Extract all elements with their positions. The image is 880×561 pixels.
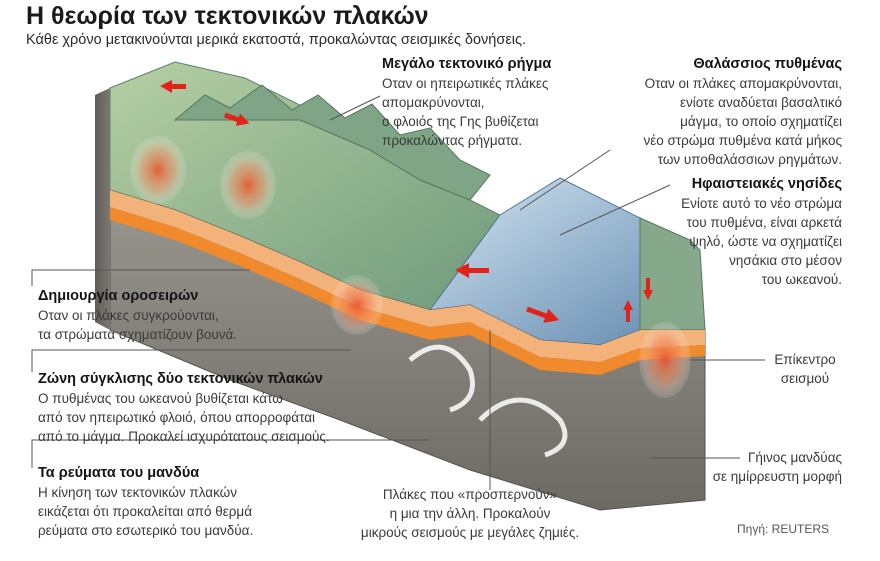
label-subduction-heading: Ζώνη σύγκλισης δύο τεκτονικών πλακών xyxy=(38,371,323,387)
label-transform-line: η μια την άλλη. Προκαλούν xyxy=(389,506,551,521)
label-mantle-line: εικάζεται ότι προκαλείται από θερμά xyxy=(38,504,252,519)
source-credit: Πηγή: REUTERS xyxy=(737,522,830,536)
label-volcanic-line: Ενίοτε αυτό το νέο στρώμα xyxy=(681,196,842,211)
label-transform-line: Πλάκες που «προσπερνούν» xyxy=(382,487,558,502)
label-volcanic-line: του πυθμένα, είναι αρκετά xyxy=(686,215,842,230)
label-mountains-line: τα στρώματα σχηματίζουν βουνά. xyxy=(38,327,238,342)
label-mountains-heading: Δημιουργία οροσειρών xyxy=(38,288,199,304)
label-seafloor-line: μάγμα, το οποίο σχηματίζει xyxy=(680,114,842,129)
page-title: Η θεωρία των τεκτονικών πλακών xyxy=(26,2,429,30)
label-volcanic: Ηφαιστειακές νησίδες Ενίοτε αυτό το νέο … xyxy=(681,175,842,289)
label-transform: Πλάκες που «προσπερνούν» η μια την άλλη.… xyxy=(330,485,610,542)
label-volcanic-line: του ωκεανού. xyxy=(761,272,842,287)
mantle-current-2 xyxy=(478,397,568,458)
label-subduction-line: από τον ηπειρωτικό φλοιό, όπου απορροφάτ… xyxy=(38,410,316,425)
label-rift: Μεγάλο τεκτονικό ρήγμα Οταν οι ηπειρωτικ… xyxy=(382,55,551,150)
arrow-left-2 xyxy=(455,263,489,278)
quake-focus-1 xyxy=(130,136,186,204)
label-subduction-line: από το μάγμα. Προκαλεί ισχυρότατους σεισ… xyxy=(38,429,330,444)
label-seafloor-line: νέο στρώμα πυθμένα κατά μήκος xyxy=(643,133,842,148)
arrow-right-2 xyxy=(526,306,560,323)
label-seafloor: Θαλάσσιος πυθμένας Οταν οι πλάκες απομακ… xyxy=(643,55,842,169)
label-epicenter-line: σεισμού xyxy=(780,371,830,386)
arrow-left-1 xyxy=(160,80,186,93)
label-seafloor-heading: Θαλάσσιος πυθμένας xyxy=(693,56,842,72)
label-subduction: Ζώνη σύγκλισης δύο τεκτονικών πλακών Ο π… xyxy=(38,370,330,446)
volcanic-island-block xyxy=(639,217,706,331)
leader-mantle xyxy=(31,439,430,468)
label-volcanic-line: ψηλό, ώστε να σχηματίζει xyxy=(689,234,842,249)
label-epicenter-line: Επίκεντρο xyxy=(774,352,836,367)
label-volcanic-line: νησάκια στο μέσον xyxy=(729,253,842,268)
mantle-current-1 xyxy=(408,344,475,413)
label-rift-line: ο φλοιός της Γης βυθίζεται xyxy=(382,114,539,129)
label-earth-mantle-line: Γήινος μανδύας xyxy=(748,450,842,465)
arrow-down-1 xyxy=(623,300,633,322)
label-mantle-heading: Τα ρεύματα του μανδύα xyxy=(38,465,200,481)
leader-subduction xyxy=(31,349,350,372)
leader-volcanic xyxy=(559,184,671,236)
mountain-range xyxy=(173,84,491,201)
label-mountains-line: Οταν οι πλάκες συγκρούονται, xyxy=(38,308,219,323)
label-mantle: Τα ρεύματα του μανδύα Η κίνηση των τεκτο… xyxy=(38,464,253,540)
label-mantle-line: ρεύματα στο εσωτερικό του μανδύα. xyxy=(38,523,254,538)
quake-focus-3 xyxy=(331,275,383,335)
label-seafloor-line: ενίοτε αναδύεται βασαλτικό xyxy=(679,95,842,110)
label-mountains: Δημιουργία οροσειρών Οταν οι πλάκες συγκ… xyxy=(38,287,237,344)
leader-mountains xyxy=(31,269,250,286)
page-subtitle: Κάθε χρόνο μετακινούνται μερικά εκατοστά… xyxy=(26,32,527,48)
bottom-margin xyxy=(0,546,880,561)
label-subduction-line: Ο πυθμένας του ωκεανού βυθίζεται κάτω xyxy=(38,391,283,406)
leader-lines xyxy=(31,95,765,490)
arrow-right-1 xyxy=(223,112,250,126)
label-transform-line: μικρούς σεισμούς με μεγάλες ζημιές. xyxy=(360,525,580,540)
quake-focus-2 xyxy=(220,151,276,219)
leader-rift xyxy=(329,95,381,121)
label-seafloor-line: των υποθαλάσσιων ρηγμάτων. xyxy=(657,152,842,167)
label-rift-line: προκαλώντας ρήγματα. xyxy=(382,133,523,148)
label-epicenter: Επίκεντρο σεισμού xyxy=(760,350,850,388)
quake-focus-4 xyxy=(639,322,691,398)
label-volcanic-heading: Ηφαιστειακές νησίδες xyxy=(691,176,842,192)
plate-arrows xyxy=(160,80,653,323)
label-rift-heading: Μεγάλο τεκτονικό ρήγμα xyxy=(382,56,552,72)
arrow-up-1 xyxy=(643,278,653,300)
label-rift-line: Οταν οι ηπειρωτικές πλάκες xyxy=(382,76,549,91)
label-seafloor-line: Οταν οι πλάκες απομακρύνονται, xyxy=(644,76,842,91)
label-earth-mantle: Γήινος μανδύας σε ημίρρευστη μορφή xyxy=(713,448,842,486)
leader-seafloor xyxy=(519,149,611,211)
quake-foci xyxy=(130,136,691,398)
label-mantle-line: Η κίνηση των τεκτονικών πλακών xyxy=(38,485,237,500)
label-earth-mantle-line: σε ημίρρευστη μορφή xyxy=(712,469,842,484)
label-rift-line: απομακρύνονται, xyxy=(382,95,485,110)
